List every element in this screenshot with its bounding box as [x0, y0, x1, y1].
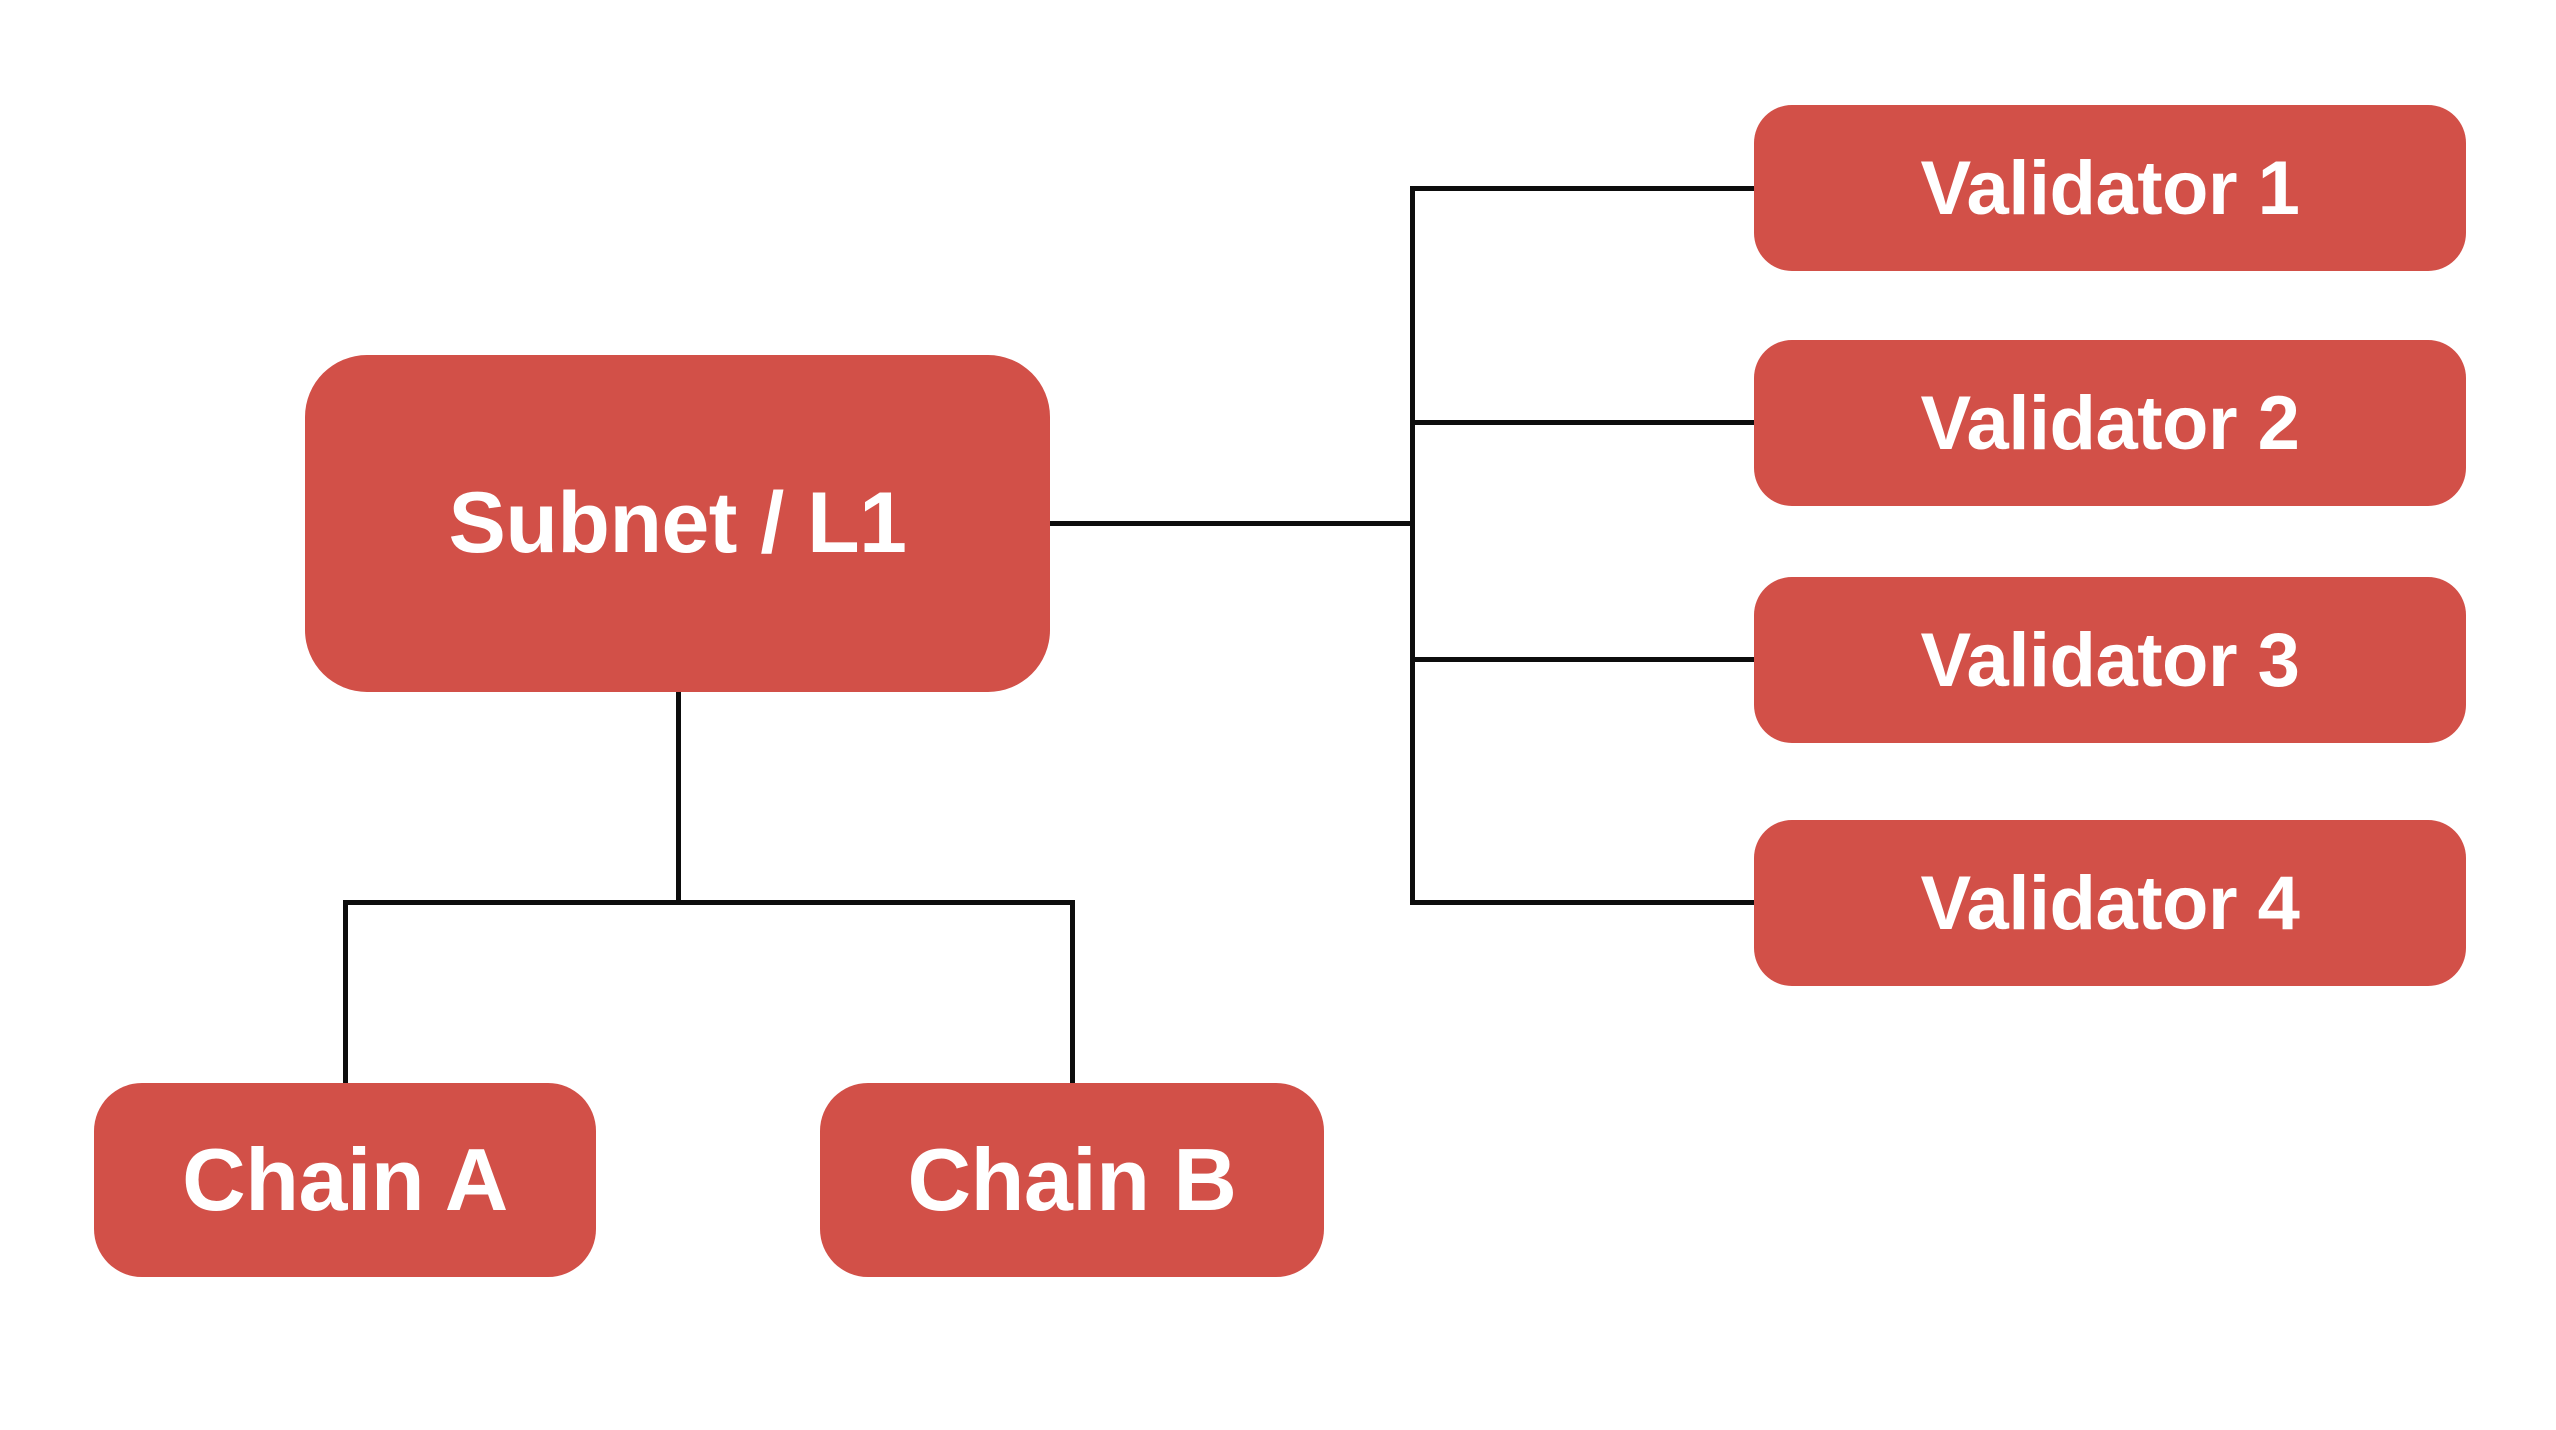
node-chain-a: Chain A	[94, 1083, 596, 1277]
node-validator-2: Validator 2	[1754, 340, 2466, 506]
node-chain-a-label: Chain A	[182, 1130, 508, 1229]
node-validator-3: Validator 3	[1754, 577, 2466, 743]
node-validator-2-label: Validator 2	[1920, 380, 2300, 466]
connector-subnet-down	[676, 692, 681, 905]
node-subnet-l1: Subnet / L1	[305, 355, 1050, 692]
node-validator-3-label: Validator 3	[1920, 617, 2300, 703]
node-validator-4: Validator 4	[1754, 820, 2466, 986]
connector-branch-validator-3	[1410, 657, 1754, 662]
connector-drop-chain-b	[1070, 900, 1075, 1083]
node-validator-1: Validator 1	[1754, 105, 2466, 271]
connector-validator-trunk	[1410, 186, 1415, 905]
node-validator-4-label: Validator 4	[1920, 860, 2300, 946]
node-chain-b: Chain B	[820, 1083, 1324, 1277]
connector-chains-rail	[343, 900, 1075, 905]
node-subnet-l1-label: Subnet / L1	[448, 475, 907, 571]
connector-branch-validator-1	[1410, 186, 1754, 191]
node-chain-b-label: Chain B	[907, 1130, 1237, 1229]
node-validator-1-label: Validator 1	[1920, 145, 2300, 231]
connector-branch-validator-2	[1410, 420, 1754, 425]
connector-branch-validator-4	[1410, 900, 1754, 905]
connector-drop-chain-a	[343, 900, 348, 1083]
connector-subnet-to-trunk	[1050, 521, 1415, 526]
